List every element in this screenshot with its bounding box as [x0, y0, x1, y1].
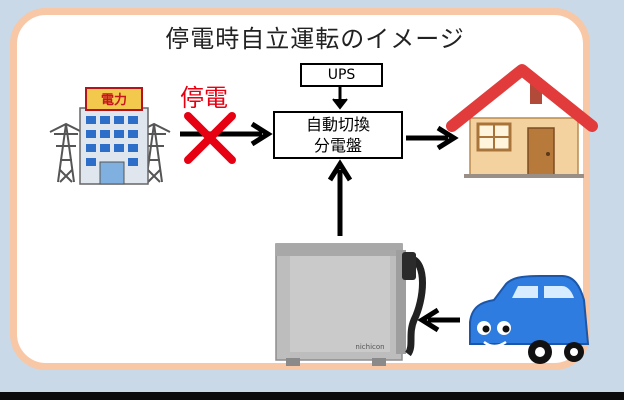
panel-label-line2: 分電盤: [313, 136, 362, 155]
charger-brand: nichicon: [355, 343, 384, 351]
panel-to-house-arrow: [406, 125, 459, 151]
ups-box: UPS: [300, 63, 383, 87]
car-to-charger-arrow: [417, 307, 460, 333]
grid-to-panel-arrow: [180, 121, 273, 147]
bottom-bar: [0, 392, 624, 400]
charger-to-panel-arrow: [327, 159, 353, 236]
auto-switch-panel-box: 自動切換 分電盤: [273, 111, 403, 159]
ups-to-panel-arrow: [332, 87, 348, 110]
panel-label-line1: 自動切換: [305, 115, 370, 134]
outage-label: 停電: [180, 84, 228, 112]
power-company-sign: 電力: [101, 92, 127, 108]
cross-icon: [184, 112, 236, 164]
diagram-title: 停電時自立運転のイメージ: [165, 25, 465, 53]
